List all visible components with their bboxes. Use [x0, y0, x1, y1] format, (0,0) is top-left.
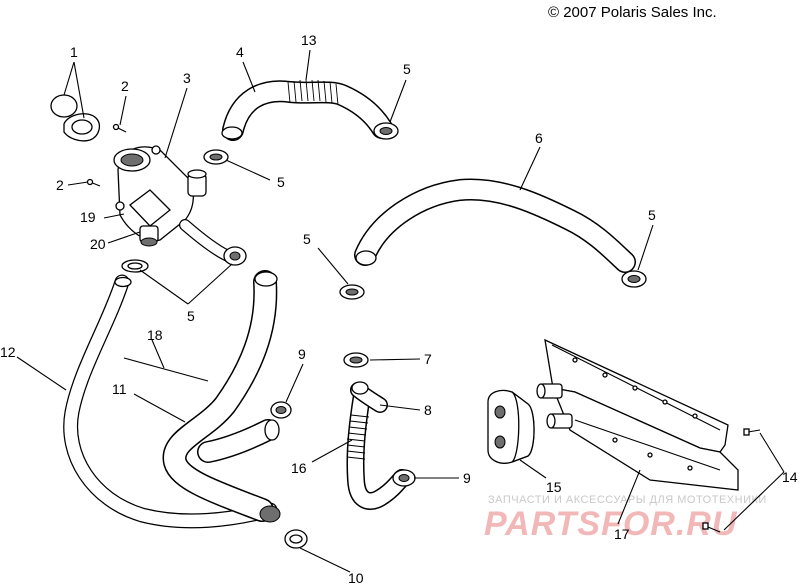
callout-5-top-right: 5	[403, 61, 411, 77]
callout-18: 18	[147, 327, 163, 343]
callout-8: 8	[424, 402, 432, 418]
clamp-5-lower-left	[121, 259, 149, 273]
screw-2-upper	[112, 123, 127, 133]
screws-14	[702, 428, 761, 533]
hose-6	[354, 178, 636, 273]
callout-11: 11	[112, 381, 127, 397]
clamp-5-hose6-left	[339, 284, 365, 300]
callout-1: 1	[70, 44, 78, 60]
callout-13: 13	[301, 32, 317, 48]
callout-10: 10	[348, 570, 364, 585]
hose-11	[162, 270, 281, 523]
clamp-10	[284, 529, 308, 549]
callout-2-lower: 2	[56, 177, 64, 193]
screw-2-lower	[86, 178, 101, 187]
callout-3: 3	[183, 70, 191, 86]
callout-20: 20	[90, 236, 106, 252]
heat-exchanger-17	[536, 338, 739, 491]
callout-5-middle: 5	[303, 231, 311, 247]
clamp-5-middle	[223, 246, 247, 266]
clamp-9-upper	[270, 401, 292, 419]
callout-5-lower: 5	[187, 308, 195, 324]
hose-13-corrugation	[287, 79, 339, 106]
callout-16: 16	[291, 460, 307, 476]
copyright-text: © 2007 Polaris Sales Inc.	[548, 4, 717, 21]
clamp-7	[343, 352, 369, 368]
callout-6: 6	[535, 130, 543, 146]
callout-17: 17	[614, 526, 630, 542]
callout-15: 15	[546, 479, 562, 495]
hose-16-corrugation	[346, 414, 370, 460]
watermark-brand: PARTSFOR.RU	[484, 505, 738, 543]
clamp-9-lower	[392, 469, 416, 487]
callout-5-upper-left: 5	[277, 174, 285, 190]
hose-12	[63, 274, 278, 529]
callout-5-right: 5	[648, 207, 656, 223]
callout-19: 19	[80, 209, 96, 225]
callout-12: 12	[0, 344, 16, 360]
leader-lines	[16, 49, 785, 573]
watermark-tagline: ЗАПЧАСТИ И АКСЕССУАРЫ ДЛЯ МОТОТЕХНИКИ	[488, 494, 767, 506]
radiator-cap-1	[50, 94, 101, 142]
callout-14: 14	[782, 469, 798, 485]
clamp-5-top-right	[373, 122, 399, 140]
callout-9-lower: 9	[463, 470, 471, 486]
tube-18	[123, 357, 209, 382]
callout-4: 4	[236, 44, 244, 60]
hose-16	[346, 381, 411, 510]
plate-holes	[572, 357, 698, 471]
callout-9-upper: 9	[298, 346, 306, 362]
clamp-5-upper-left	[203, 149, 229, 165]
clamp-5-hose6-right	[621, 270, 647, 288]
hose-4	[221, 79, 393, 141]
callout-2-upper: 2	[121, 78, 129, 94]
callout-labels: 1 2 2 3 4 13 5 5 5 5 5 6 7 8 9 9 10 11 1…	[0, 32, 798, 585]
callout-7: 7	[424, 351, 432, 367]
foam-block-15	[487, 389, 535, 464]
